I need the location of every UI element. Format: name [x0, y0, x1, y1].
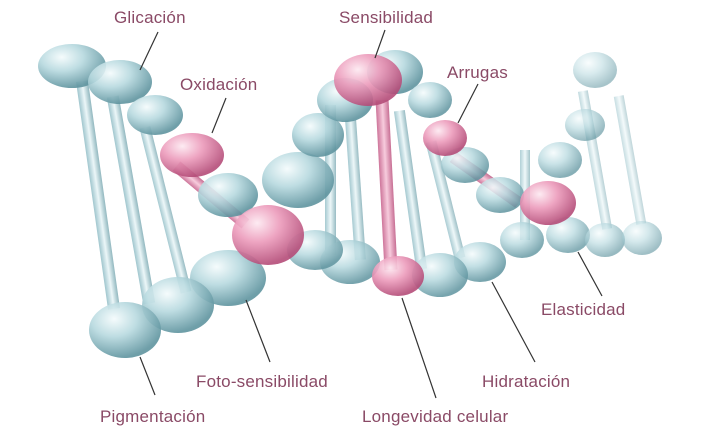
leader-arrugas — [457, 83, 479, 124]
leader-lines — [139, 29, 603, 399]
highlight-spheres — [160, 54, 576, 296]
label-longevidad-celular: Longevidad celular — [362, 407, 509, 426]
leader-foto-sensibilidad — [245, 299, 271, 363]
label-glicacion: Glicación — [114, 8, 186, 27]
leader-pigmentacion — [139, 356, 156, 396]
leader-sensibilidad — [374, 29, 386, 59]
leader-longevidad — [401, 297, 437, 399]
label-hidratacion: Hidratación — [482, 372, 571, 391]
label-oxidacion: Oxidación — [180, 75, 258, 94]
leader-oxidacion — [211, 97, 227, 134]
label-pigmentacion: Pigmentación — [100, 407, 206, 426]
label-foto-sensibilidad: Foto-sensibilidad — [196, 372, 328, 391]
leader-glicacion — [139, 31, 159, 71]
label-arrugas: Arrugas — [447, 63, 508, 82]
leader-hidratacion — [491, 281, 536, 363]
label-sensibilidad: Sensibilidad — [339, 8, 434, 27]
leader-elasticidad — [577, 251, 603, 297]
label-elasticidad: Elasticidad — [541, 300, 626, 319]
